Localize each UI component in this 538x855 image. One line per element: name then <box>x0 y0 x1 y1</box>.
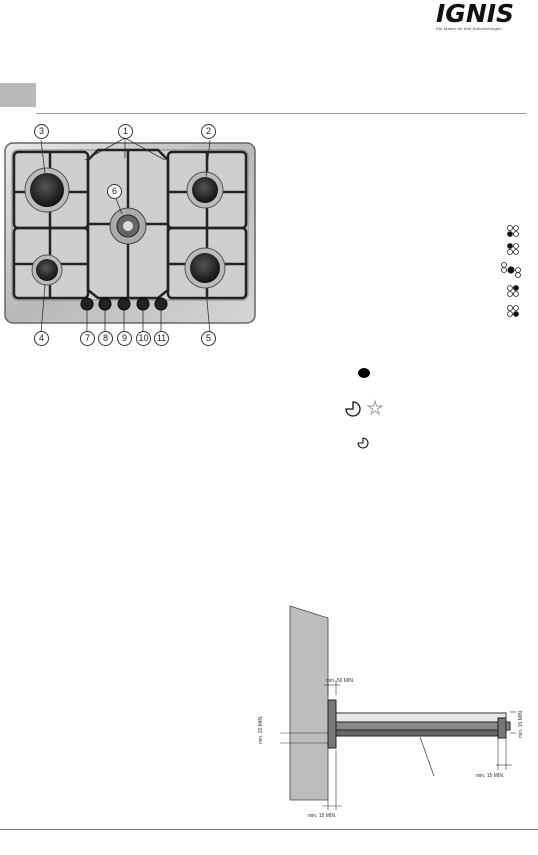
callout-8: 8 <box>98 331 113 346</box>
callout-5: 5 <box>201 331 216 346</box>
dimension-bottom-label: min. 15 MIN. <box>308 813 337 819</box>
callout-6: 6 <box>107 184 122 199</box>
callout-3: 3 <box>34 124 49 139</box>
flame-small-icon <box>345 401 361 417</box>
burner-rear-left-icon <box>507 225 519 237</box>
flame-low-icon <box>357 437 369 449</box>
section-tab <box>0 83 36 107</box>
section-divider <box>36 113 526 114</box>
callout-4: 4 <box>34 331 49 346</box>
burner-front-left-icon <box>507 243 519 255</box>
callout-10: 10 <box>136 331 151 346</box>
hob-illustration <box>4 137 256 334</box>
brand-logo: IGNIS Die Marke für Ihre Anforderungen <box>436 0 532 32</box>
callout-9: 9 <box>117 331 132 346</box>
callout-7: 7 <box>80 331 95 346</box>
footer-divider <box>0 829 538 830</box>
burner-front-right-icon <box>507 305 519 317</box>
spark-icon <box>366 399 384 416</box>
dimension-bottom-right-label: min. 15 MIN. <box>476 773 505 779</box>
dimension-right-label: min. 15 MIN. <box>518 709 524 738</box>
dimension-top-label: min. 50 MIN. <box>326 678 355 684</box>
installation-diagram <box>280 605 516 810</box>
flame-full-icon <box>358 368 370 378</box>
burner-position-icons <box>501 225 521 317</box>
burner-rear-right-icon <box>507 285 519 297</box>
dimension-left-label: min. 20 MIN. <box>258 715 264 744</box>
callout-2: 2 <box>201 124 216 139</box>
brand-name: IGNIS <box>436 0 515 28</box>
callout-1: 1 <box>118 124 133 139</box>
callout-11: 11 <box>154 331 169 346</box>
burner-center-icon <box>501 262 521 278</box>
brand-tagline: Die Marke für Ihre Anforderungen <box>436 26 502 31</box>
